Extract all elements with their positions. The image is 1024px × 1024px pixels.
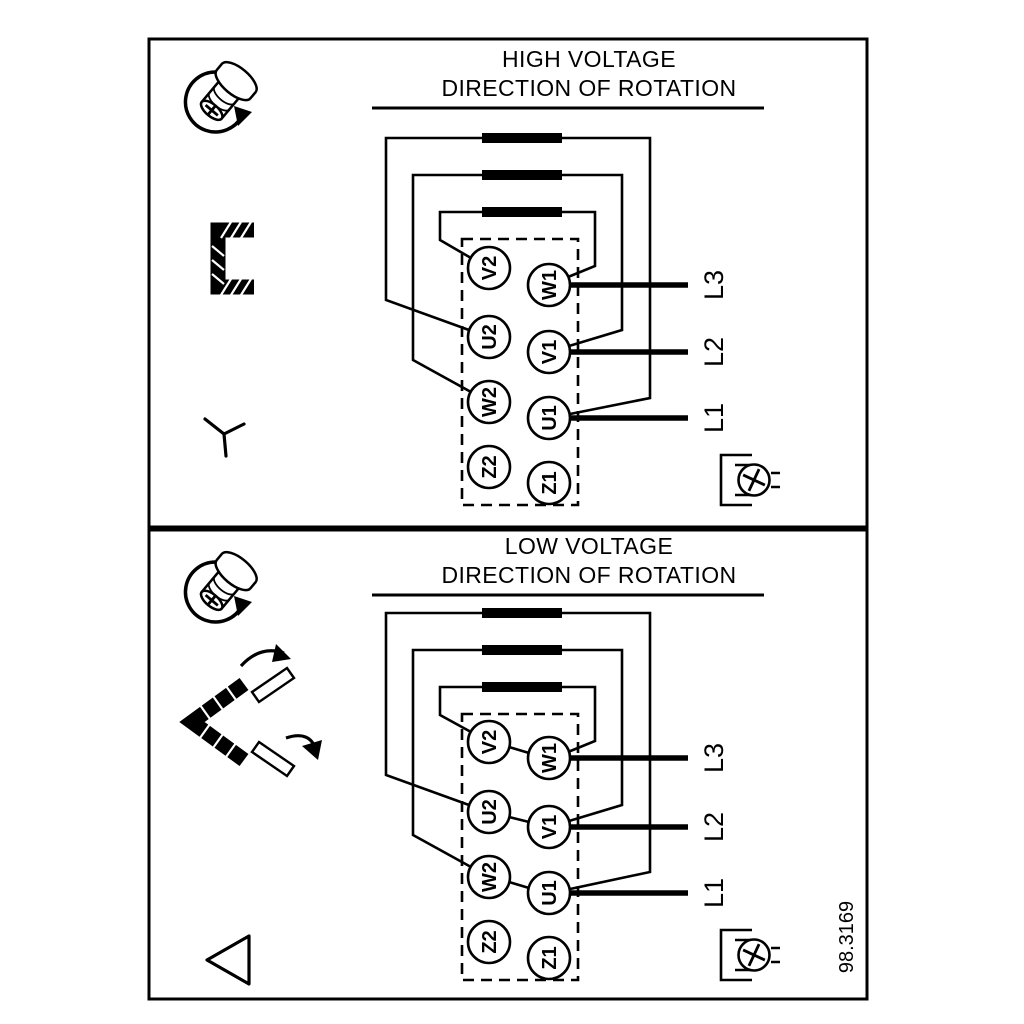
- jumper-bar: [482, 207, 562, 217]
- terminal-w2: W2: [466, 379, 512, 425]
- terminal-label: Z2: [479, 930, 501, 953]
- terminal-label: Z1: [539, 946, 561, 969]
- star-wiring-loops: [384, 136, 652, 416]
- terminal-v2: V2: [466, 245, 512, 291]
- terminal-box: [460, 712, 580, 982]
- low-voltage-title: LOW VOLTAGE: [505, 533, 673, 559]
- terminal-label: U2: [479, 799, 501, 825]
- terminal-u1: U1: [526, 395, 572, 441]
- high-voltage-subtitle: DIRECTION OF ROTATION: [441, 75, 736, 101]
- jumper-bar: [482, 682, 562, 692]
- terminal-label: W1: [539, 270, 561, 300]
- terminal-z1: Z1: [526, 460, 572, 506]
- jumper-bar: [482, 133, 562, 143]
- terminal-label: Z2: [479, 455, 501, 478]
- delta-wiring-loops: [384, 611, 652, 891]
- terminal-u2: U2: [466, 789, 512, 835]
- terminal-u1: U1: [526, 870, 572, 916]
- low-voltage-panel-border: [147, 528, 869, 1001]
- terminal-label: V1: [539, 340, 561, 364]
- jumper-bars: [482, 133, 562, 217]
- supply-lines: L3 L2 L1: [570, 270, 729, 433]
- line-label-l3: L3: [699, 743, 729, 773]
- terminal-z2: Z2: [466, 444, 512, 490]
- terminal-label: W2: [479, 387, 501, 417]
- low-voltage-panel: LOW VOLTAGE DIRECTION OF ROTATION: [147, 528, 869, 1001]
- jumper-bar: [482, 170, 562, 180]
- terminal-label: V2: [479, 730, 501, 754]
- star-connection-icon: [203, 417, 246, 458]
- high-voltage-panel-border: [147, 37, 869, 529]
- line-label-l1: L1: [699, 403, 729, 433]
- high-voltage-panel: HIGH VOLTAGE DIRECTION OF ROTATION L3 L2…: [147, 37, 869, 529]
- jumper-link-icon: [210, 221, 254, 296]
- jumper-bar: [482, 645, 562, 655]
- delta-terminal-links: [508, 745, 530, 890]
- terminal-u2: U2: [466, 314, 512, 360]
- terminal-v1: V1: [526, 804, 572, 850]
- terminal-label: U1: [539, 405, 561, 431]
- terminal-v1: V1: [526, 329, 572, 375]
- terminal-w1: W1: [526, 735, 572, 781]
- terminal-label: U1: [539, 880, 561, 906]
- terminal-z1: Z1: [526, 935, 572, 981]
- terminal-v2: V2: [466, 719, 512, 765]
- jumper-bar: [482, 608, 562, 618]
- terminal-label: V2: [479, 256, 501, 280]
- terminal-w2: W2: [466, 854, 512, 900]
- terminal-z2: Z2: [466, 919, 512, 965]
- line-label-l2: L2: [699, 337, 729, 367]
- terminals: V2 W1 U2 V1 W2 U1: [466, 719, 572, 981]
- jumper-reposition-icon: [179, 644, 322, 778]
- terminal-label: W2: [479, 862, 501, 892]
- line-label-l1: L1: [699, 878, 729, 908]
- high-voltage-title: HIGH VOLTAGE: [502, 46, 676, 72]
- figure-number: 98.3169: [836, 901, 858, 973]
- line-label-l2: L2: [699, 812, 729, 842]
- terminal-label: U2: [479, 324, 501, 350]
- terminal-label: Z1: [539, 471, 561, 494]
- terminals: V2 W1 U2 V1 W2 U1: [466, 245, 572, 506]
- terminal-label: V1: [539, 815, 561, 839]
- terminal-label: W1: [539, 743, 561, 773]
- line-label-l3: L3: [699, 270, 729, 300]
- low-voltage-subtitle: DIRECTION OF ROTATION: [441, 562, 736, 588]
- jumper-bars: [482, 608, 562, 692]
- delta-connection-icon: [205, 934, 251, 986]
- terminal-w1: W1: [526, 262, 572, 308]
- supply-lines: L3 L2 L1: [570, 743, 729, 908]
- terminal-box: [460, 237, 580, 507]
